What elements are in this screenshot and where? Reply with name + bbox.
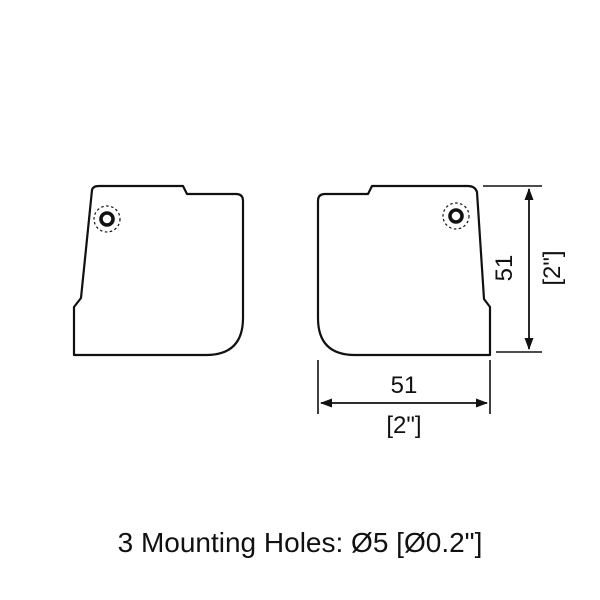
width-dimension-value-mm: 51 <box>391 372 418 399</box>
width-dimension: 51 [2"] <box>317 360 491 439</box>
right-mounting-hole-icon <box>448 208 464 224</box>
left-bracket <box>72 184 245 357</box>
left-bracket-outline <box>72 184 245 357</box>
width-dimension-value-inch: [2"] <box>386 412 421 439</box>
right-bracket-outline <box>316 184 492 357</box>
left-mounting-hole-icon <box>99 211 115 227</box>
height-dimension-value-mm: 51 <box>491 255 518 282</box>
height-dimension-value-inch: [2"] <box>539 250 566 285</box>
drawing-caption: 3 Mounting Holes: Ø5 [Ø0.2"] <box>118 527 483 558</box>
height-dimension: 51 [2"] <box>483 185 566 353</box>
right-bracket <box>316 184 492 357</box>
right-mounting-hole-clearance-circle <box>442 202 470 230</box>
left-mounting-hole-clearance-circle <box>93 205 121 233</box>
